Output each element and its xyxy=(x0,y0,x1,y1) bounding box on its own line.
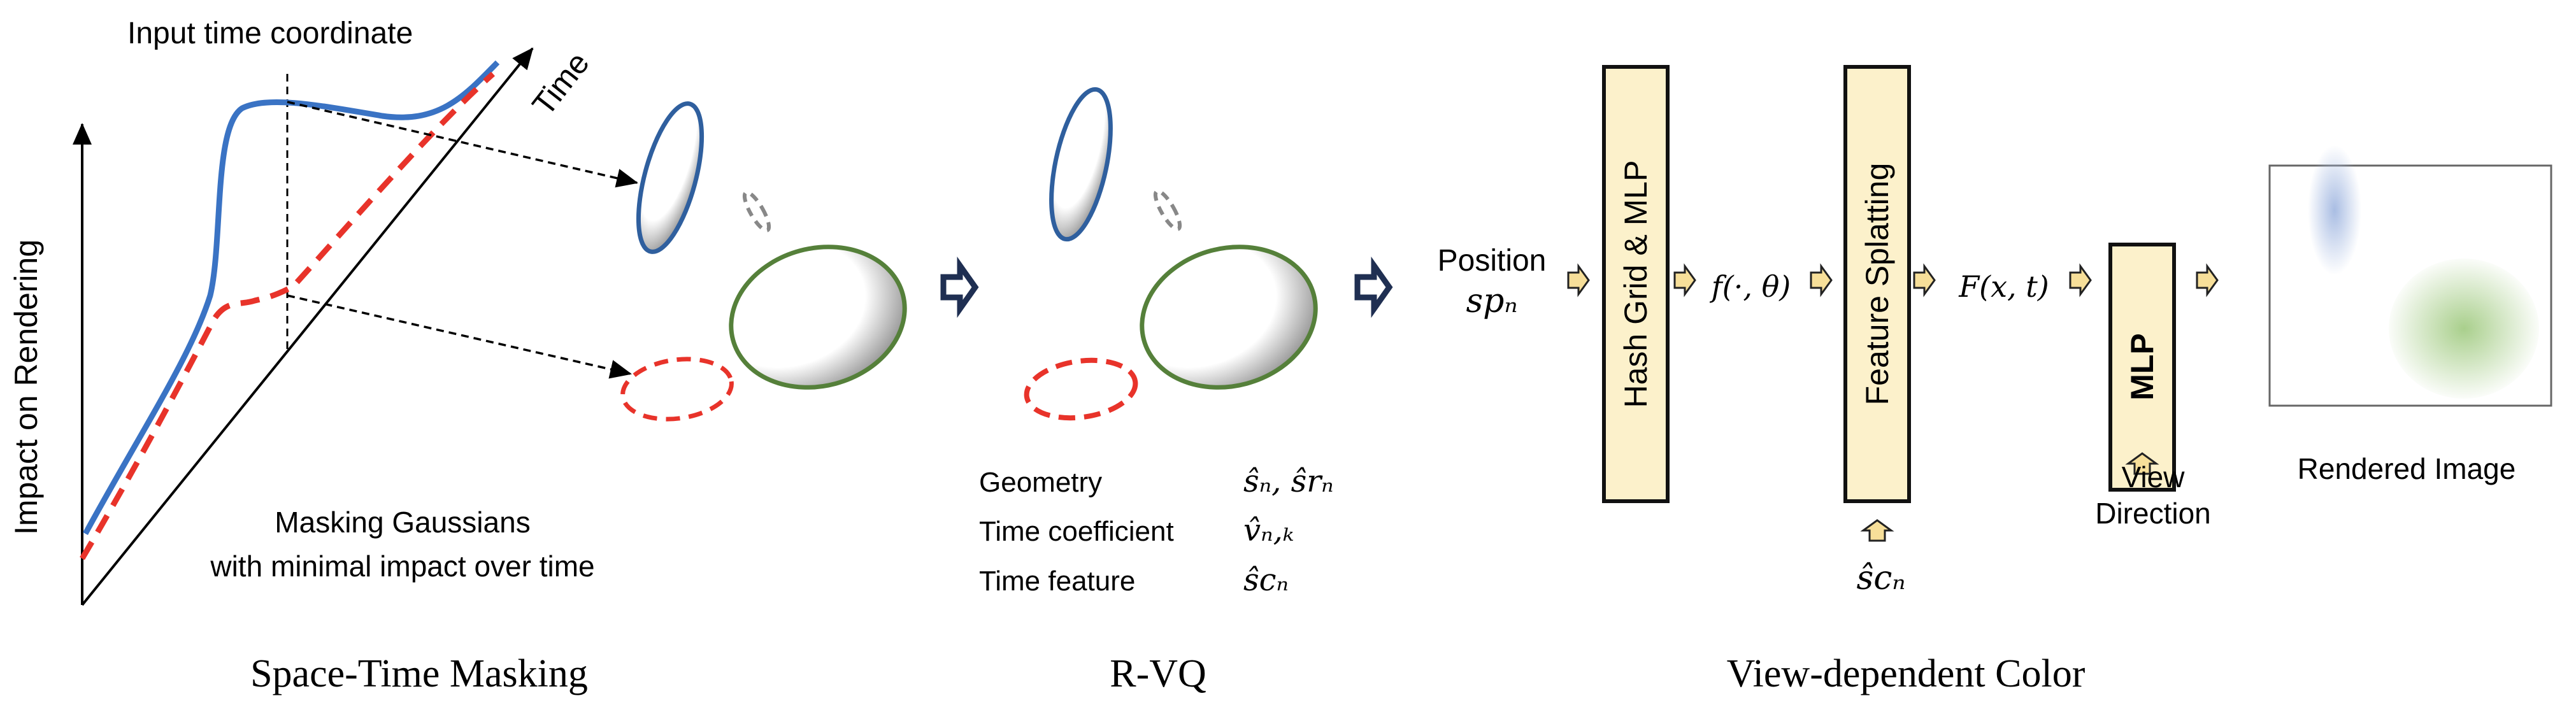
gray-gaussian xyxy=(1153,189,1182,231)
blue-gaussian xyxy=(1049,87,1113,242)
green-gaussian xyxy=(729,245,907,390)
time-feature-label: Time feature xyxy=(979,566,1135,597)
view-direction-line2: Direction xyxy=(2095,497,2211,530)
flow-arrow-2 xyxy=(1357,266,1389,309)
time-axis-label: Time xyxy=(526,45,596,122)
feature-splatting-label: Feature Splatting xyxy=(1859,163,1895,406)
arrow-time-feature-up xyxy=(1862,519,1893,542)
f-theta-symbol: f(·, θ) xyxy=(1710,269,1791,304)
red-masked-gaussian xyxy=(620,357,734,422)
blue-gaussian xyxy=(636,101,705,254)
arrow-splatting-to-F xyxy=(1913,265,1936,295)
view-dependent-color-panel: Position spₙ Hash Grid & MLP f(·, θ) Fea… xyxy=(1438,65,2552,695)
rvq-panel: Geometry ŝₙ, ŝrₙ Time coefficient v̂ₙ,ₖ … xyxy=(979,87,1334,695)
time-coefficient-symbol: v̂ₙ,ₖ xyxy=(1243,513,1294,548)
masking-text-line2: with minimal impact over time xyxy=(210,550,594,583)
blue-impact-curve xyxy=(83,60,500,536)
arrow-to-red-gaussian xyxy=(287,294,632,379)
y-axis-label: Impact on Rendering xyxy=(8,239,44,535)
rvq-caption: R-VQ xyxy=(1110,652,1206,695)
space-time-masking-panel: Input time coordinate Time Impact on Ren… xyxy=(8,17,907,695)
rendered-blue-blob xyxy=(2308,145,2361,275)
red-masked-gaussian xyxy=(1024,357,1138,421)
arrow-F-to-mlp xyxy=(2069,265,2092,295)
green-gaussian xyxy=(1140,245,1318,390)
flow-arrow-1 xyxy=(943,266,975,309)
masking-text-line1: Masking Gaussians xyxy=(275,506,530,539)
time-axis-arrow xyxy=(81,47,534,606)
position-symbol: spₙ xyxy=(1466,282,1517,320)
hash-grid-mlp-label: Hash Grid & MLP xyxy=(1618,160,1654,408)
time-feature-input-symbol: ŝcₙ xyxy=(1857,559,1906,597)
rendered-green-blob xyxy=(2389,259,2539,399)
geometry-symbol: ŝₙ, ŝrₙ xyxy=(1243,464,1334,499)
space-time-masking-caption: Space-Time Masking xyxy=(250,652,588,695)
mlp-box xyxy=(2108,243,2176,492)
view-dependent-color-caption: View-dependent Color xyxy=(1727,652,2086,695)
arrow-hashgrid-to-f xyxy=(1673,265,1696,295)
arrow-to-blue-gaussian xyxy=(287,101,638,188)
arrow-position-to-hashgrid xyxy=(1567,265,1590,295)
F-xt-symbol: F(x, t) xyxy=(1958,269,2049,304)
red-impact-curve xyxy=(80,71,495,560)
hash-grid-mlp-box xyxy=(1602,65,1670,503)
geometry-label: Geometry xyxy=(979,467,1102,498)
arrow-mlp-to-image xyxy=(2196,265,2219,295)
time-feature-symbol: ŝcₙ xyxy=(1243,562,1289,598)
time-coefficient-label: Time coefficient xyxy=(979,516,1174,547)
arrow-f-to-splatting xyxy=(1810,265,1833,295)
view-direction-line1: View xyxy=(2122,460,2186,494)
feature-splatting-box xyxy=(1843,65,1911,503)
gray-gaussian xyxy=(742,190,771,232)
rendered-image-label: Rendered Image xyxy=(2298,452,2516,485)
input-time-label: Input time coordinate xyxy=(127,17,413,50)
mlp-label: MLP xyxy=(2124,333,2160,401)
position-label: Position xyxy=(1438,244,1547,278)
